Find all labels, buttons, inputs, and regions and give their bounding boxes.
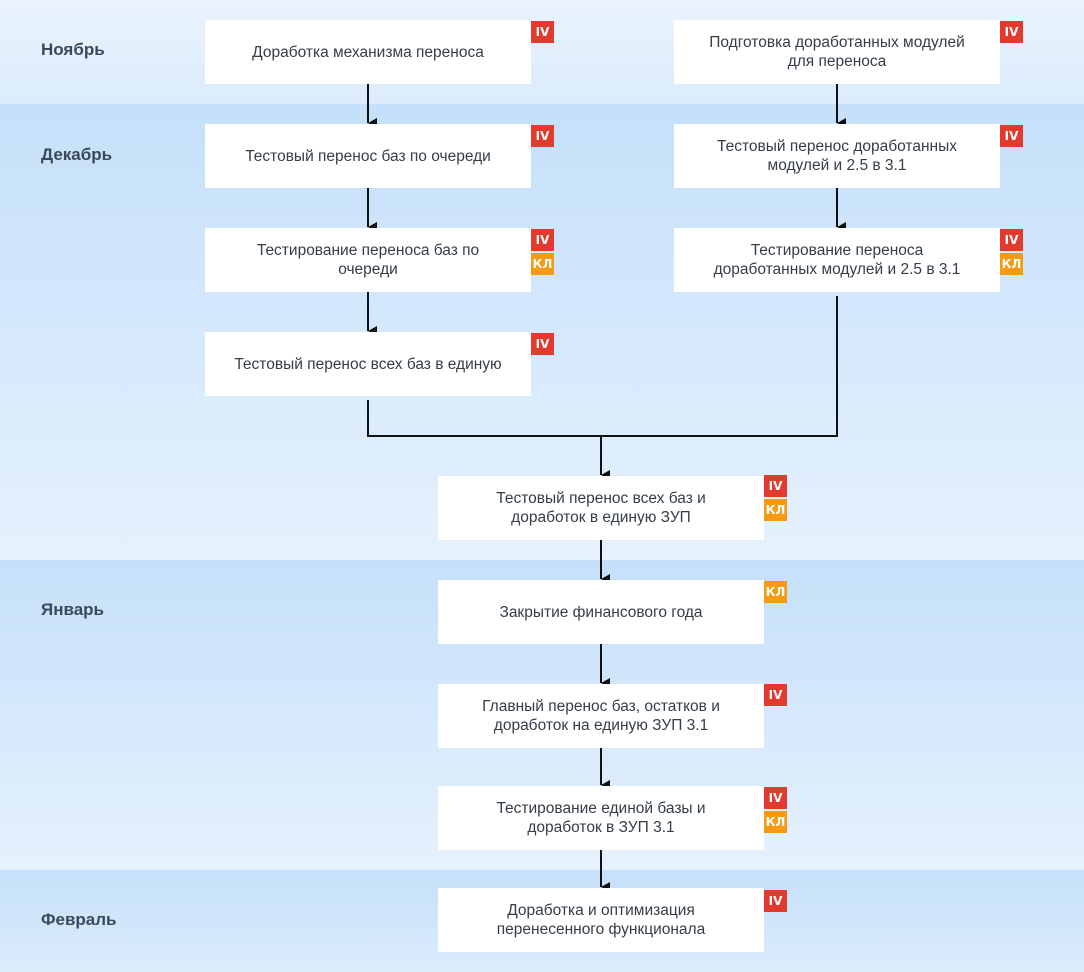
- step-box-4: Тестовый перенос доработанных модулей и …: [674, 124, 1000, 188]
- step-box-5: Тестирование переноса баз по очереди: [205, 228, 531, 292]
- tag-iv: IV: [764, 787, 787, 809]
- step-box-8: Тестовый перенос всех баз и доработок в …: [438, 476, 764, 540]
- step-box-6: Тестирование переноса доработанных модул…: [674, 228, 1000, 292]
- step-label-8: Тестовый перенос всех баз и доработок в …: [496, 490, 706, 526]
- step-label-12: Доработка и оптимизация перенесенного фу…: [496, 902, 706, 938]
- tag-iv: IV: [531, 125, 554, 147]
- step-label-3: Тестовый перенос баз по очереди: [245, 147, 491, 165]
- tag-iv: IV: [1000, 125, 1023, 147]
- tag-iv: IV: [531, 229, 554, 251]
- connector-left-merge: [367, 400, 601, 437]
- step-box-1: Доработка механизма переноса: [205, 20, 531, 84]
- connector-right-merge: [601, 296, 838, 437]
- tag-kl: КЛ: [531, 253, 554, 275]
- step-box-12: Доработка и оптимизация перенесенного фу…: [438, 888, 764, 952]
- month-november: Ноябрь: [41, 40, 105, 59]
- tag-kl: КЛ: [764, 811, 787, 833]
- step-box-11: Тестирование единой базы и доработок в З…: [438, 786, 764, 850]
- step-label-1: Доработка механизма переноса: [252, 43, 484, 61]
- step-label-5: Тестирование переноса баз по очереди: [256, 242, 480, 278]
- tag-iv: IV: [764, 890, 787, 912]
- tag-iv: IV: [764, 475, 787, 497]
- step-box-9: Закрытие финансового года: [438, 580, 764, 644]
- step-label-7: Тестовый перенос всех баз в единую: [234, 355, 502, 373]
- tag-iv: IV: [1000, 21, 1023, 43]
- tag-kl: КЛ: [764, 499, 787, 521]
- month-january: Январь: [41, 600, 105, 619]
- month-february: Февраль: [41, 910, 117, 929]
- step-label-2: Подготовка доработанных модулей для пере…: [709, 34, 965, 70]
- tag-kl: КЛ: [764, 581, 787, 603]
- tag-iv: IV: [1000, 229, 1023, 251]
- step-label-10: Главный перенос баз, остатков и доработо…: [482, 698, 720, 734]
- tag-iv: IV: [531, 21, 554, 43]
- step-box-10: Главный перенос баз, остатков и доработо…: [438, 684, 764, 748]
- tag-kl: КЛ: [1000, 253, 1023, 275]
- month-december: Декабрь: [41, 145, 113, 164]
- step-box-2: Подготовка доработанных модулей для пере…: [674, 20, 1000, 84]
- step-label-4: Тестовый перенос доработанных модулей и …: [717, 138, 957, 174]
- tag-iv: IV: [531, 333, 554, 355]
- step-box-3: Тестовый перенос баз по очереди: [205, 124, 531, 188]
- step-label-6: Тестирование переноса доработанных модул…: [713, 242, 961, 278]
- step-label-11: Тестирование единой базы и доработок в З…: [496, 800, 706, 836]
- tag-iv: IV: [764, 684, 787, 706]
- step-box-7: Тестовый перенос всех баз в единую: [205, 332, 531, 396]
- step-label-9: Закрытие финансового года: [499, 603, 703, 621]
